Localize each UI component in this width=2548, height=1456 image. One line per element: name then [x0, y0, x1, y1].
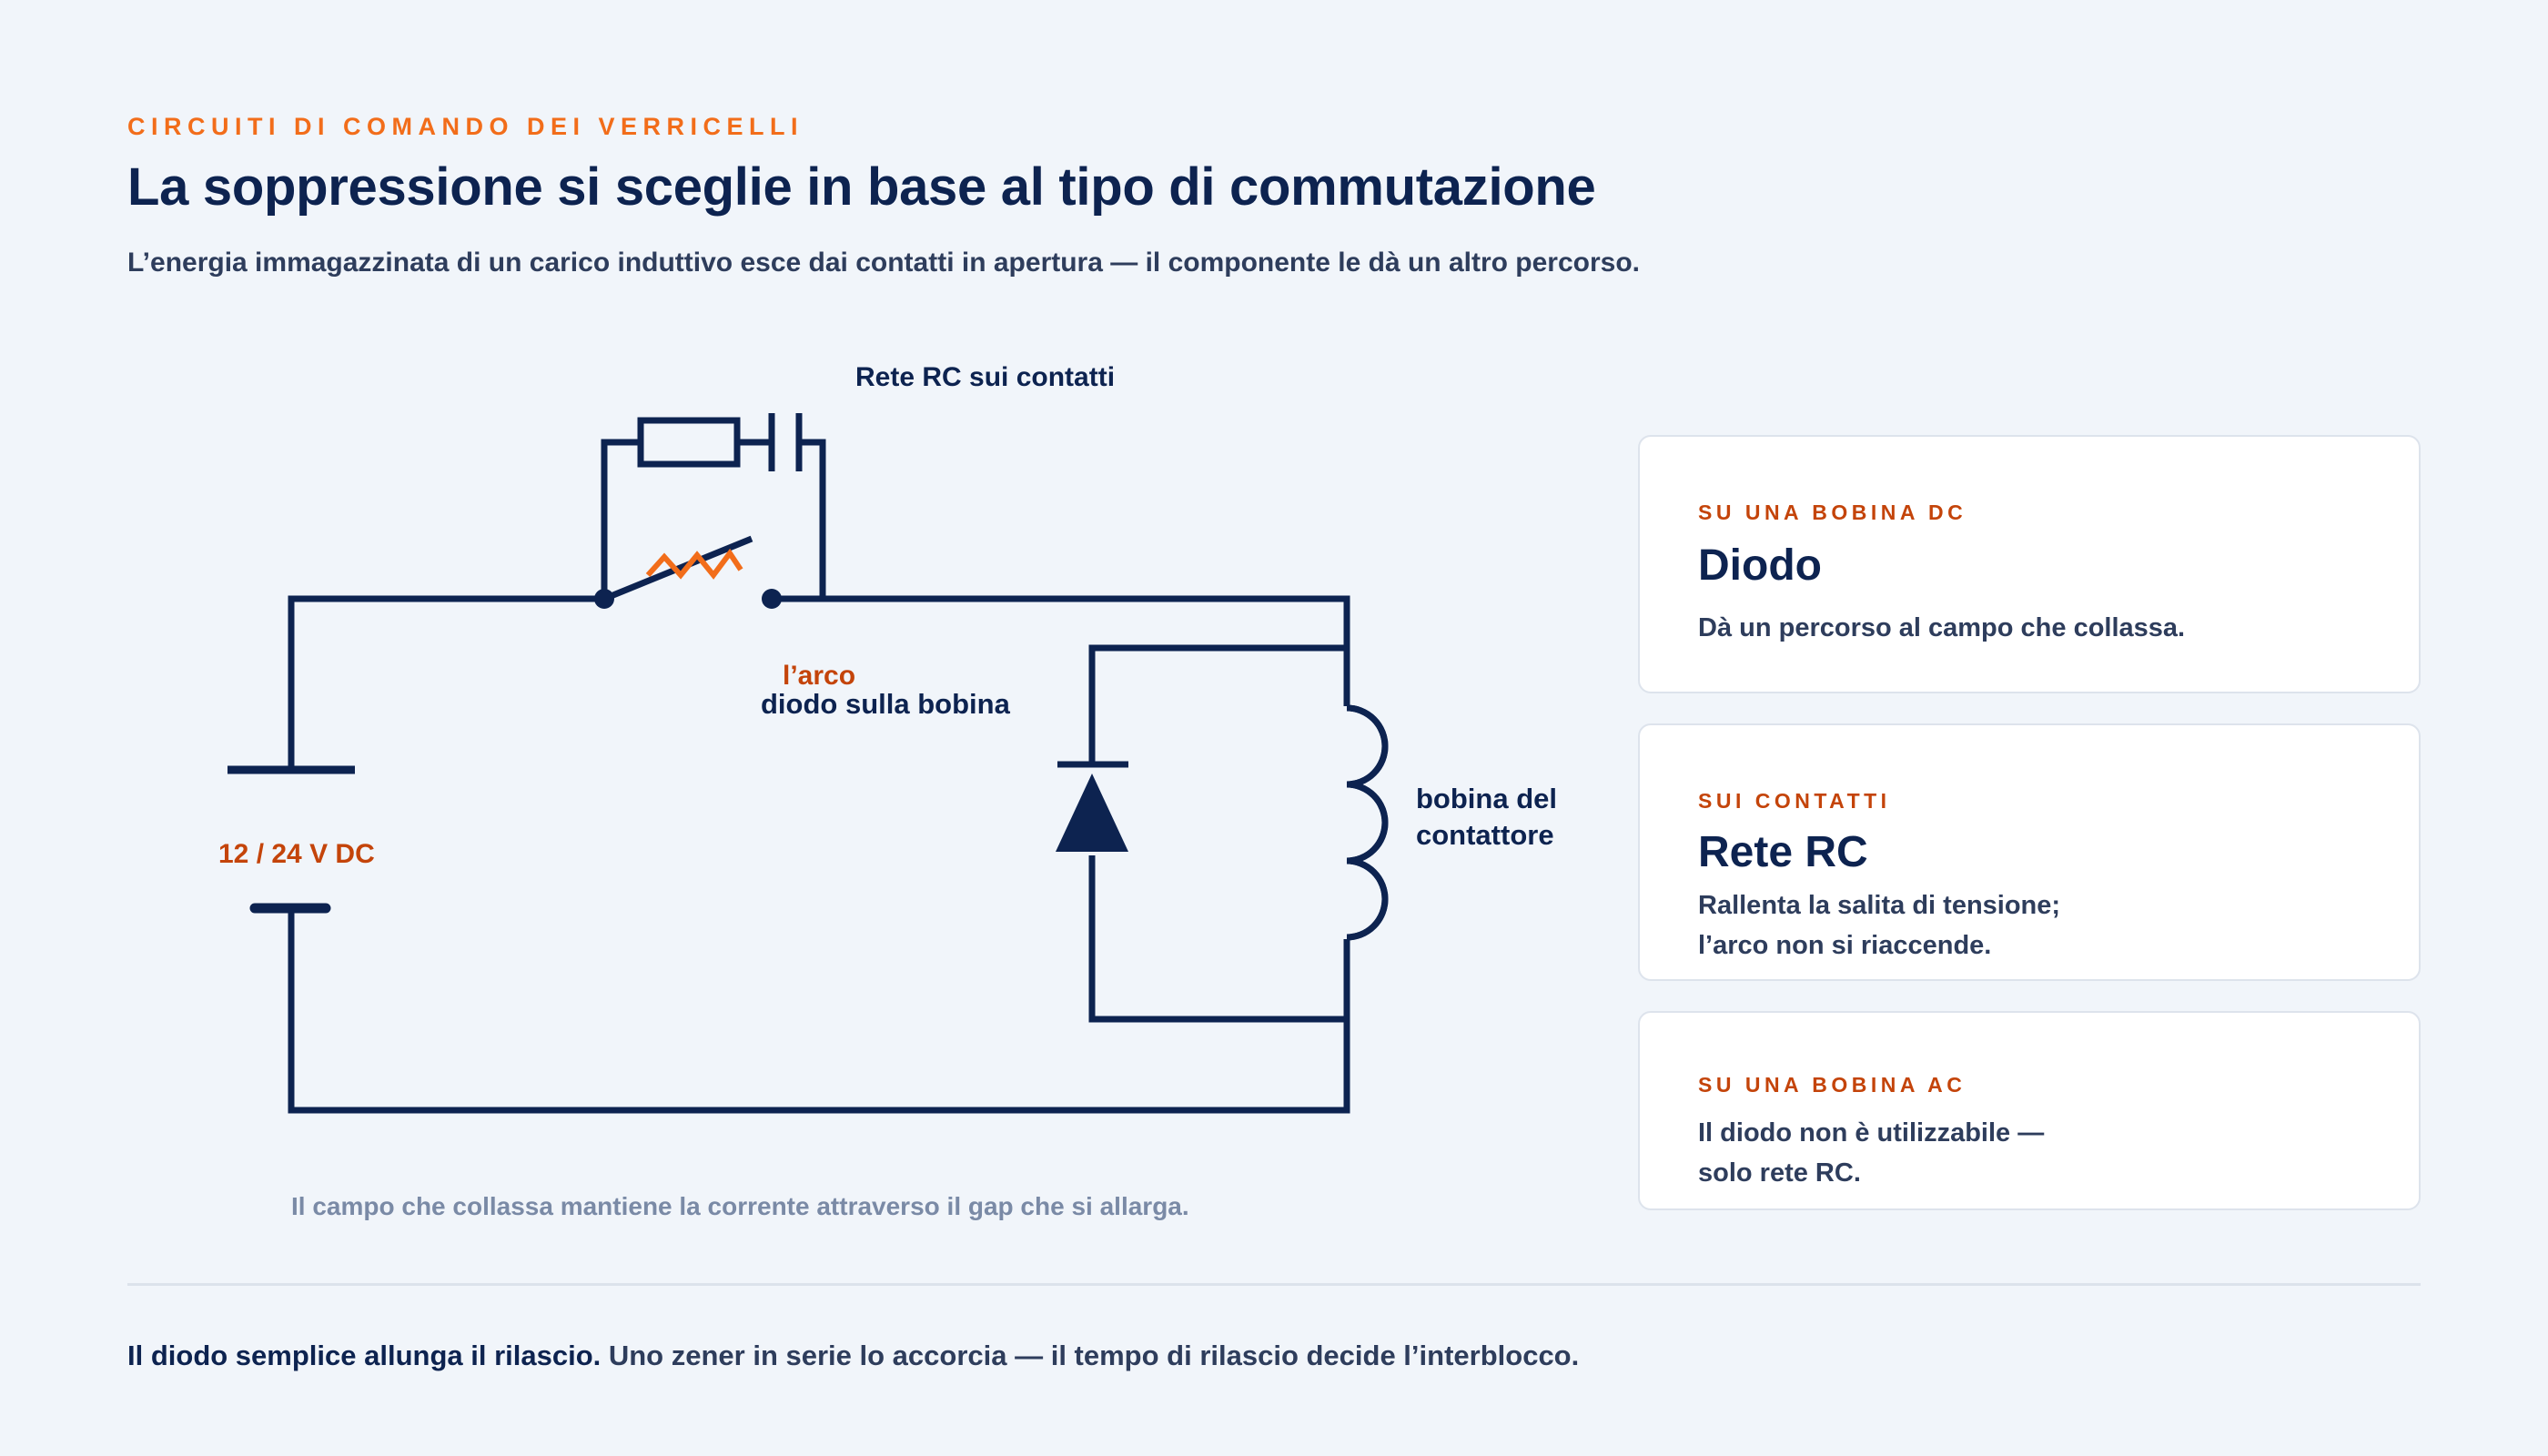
coil-label-line1: bobina del	[1416, 783, 1557, 814]
card-heading: Rete RC	[1698, 828, 1868, 876]
diagram-caption: Il campo che collassa mantiene la corren…	[291, 1192, 1189, 1220]
card-kicker: SUI CONTATTI	[1698, 789, 1891, 813]
coil-inductor	[1346, 704, 1389, 941]
page-title: La soppressione si sceglie in base al ti…	[127, 157, 1596, 217]
card-rc: SUI CONTATTI Rete RC Rallenta la salita …	[1638, 723, 2421, 981]
card-heading: Diodo	[1698, 541, 1822, 590]
footer-lead: Il diodo semplice allunga il rilascio.	[127, 1340, 602, 1371]
card-ac-coil: SU UNA BOBINA AC Il diodo non è utilizza…	[1638, 1011, 2421, 1210]
arc-label: l’arco	[783, 661, 855, 691]
arc-spark-icon	[645, 548, 743, 580]
card-body-line: Il diodo non è utilizzabile —	[1698, 1118, 2045, 1148]
footer-note: Il diodo semplice allunga il rilascio. U…	[127, 1340, 1579, 1372]
page-subtitle: L’energia immagazzinata di un carico ind…	[127, 248, 1641, 278]
coil-label-line2: contattore	[1416, 819, 1554, 851]
wire-top-left	[288, 595, 604, 770]
rc-network-label: Rete RC sui contatti	[855, 362, 1115, 392]
rc-resistor	[637, 417, 741, 468]
battery-voltage-label: 12 / 24 V DC	[218, 839, 375, 869]
wire-top-right	[288, 595, 1350, 1114]
diode-triangle	[1056, 774, 1128, 852]
diode-label: diodo sulla bobina	[761, 688, 1011, 720]
divider	[127, 1283, 2421, 1286]
card-kicker: SU UNA BOBINA DC	[1698, 500, 1967, 524]
card-body-line: Dà un percorso al campo che collassa.	[1698, 613, 2186, 642]
wire-diode-branch	[1088, 644, 1347, 764]
wire-rc-return	[799, 439, 826, 599]
switch-terminal-right	[762, 589, 782, 609]
footer-rest: Uno zener in serie lo accorcia — il temp…	[601, 1340, 1580, 1371]
switch-terminal-left	[594, 589, 614, 609]
card-body-line: l’arco non si riaccende.	[1698, 931, 1992, 960]
wire-diode-return	[1088, 855, 1347, 1023]
card-diode: SU UNA BOBINA DC Diodo Dà un percorso al…	[1638, 435, 2421, 693]
card-kicker: SU UNA BOBINA AC	[1698, 1073, 1967, 1097]
eyebrow: CIRCUITI DI COMANDO DEI VERRICELLI	[127, 113, 804, 140]
card-body-line: solo rete RC.	[1698, 1158, 1861, 1188]
card-body-line: Rallenta la salita di tensione;	[1698, 891, 2061, 920]
wire-rc-bypass	[601, 439, 641, 599]
